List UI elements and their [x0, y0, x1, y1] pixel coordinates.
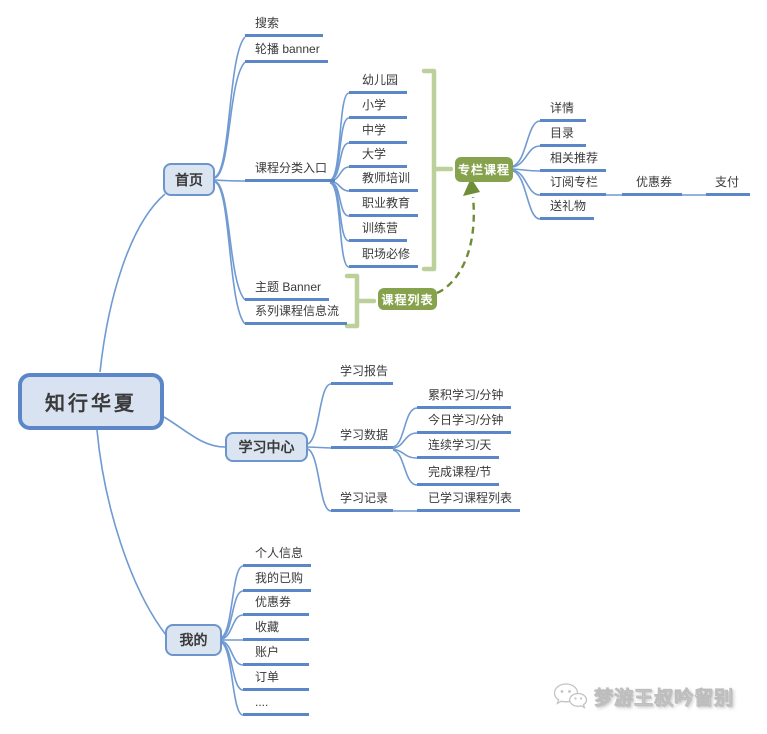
topic-related[interactable]: 相关推荐 [540, 151, 607, 172]
topic-carousel-banner[interactable]: 轮播 banner [245, 42, 328, 63]
topic-gift[interactable]: 送礼物 [540, 199, 595, 220]
topic-category-university[interactable]: 大学 [349, 147, 407, 168]
topic-coupon[interactable]: 优惠券 [622, 175, 682, 196]
topic-account[interactable]: 账户 [243, 645, 309, 666]
topic-category-primary[interactable]: 小学 [349, 98, 407, 119]
topic-mine[interactable]: 我的 [165, 624, 222, 656]
topic-favorites[interactable]: 收藏 [243, 620, 309, 641]
relationship-arrow-line [436, 196, 475, 295]
topic-stat-streak-days[interactable]: 连续学习/天 [417, 438, 500, 459]
watermark-text: 梦游王叔吟留别 [594, 687, 735, 709]
topic-home[interactable]: 首页 [163, 163, 215, 196]
topic-learning-report[interactable]: 学习报告 [331, 364, 394, 385]
wechat-icon [553, 683, 588, 709]
topic-catalog[interactable]: 目录 [540, 126, 586, 147]
watermark: 梦游王叔吟留别 [552, 681, 734, 711]
topic-more-ellipsis[interactable]: .... [243, 695, 309, 716]
topic-column-course[interactable]: 专栏课程 [455, 157, 513, 182]
topic-purchased[interactable]: 我的已购 [243, 571, 312, 592]
topic-learning-data[interactable]: 学习数据 [331, 428, 394, 449]
topic-profile[interactable]: 个人信息 [243, 546, 312, 567]
topic-category-vocational[interactable]: 职业教育 [349, 196, 419, 217]
topic-pay[interactable]: 支付 [706, 175, 750, 196]
topic-category-workplace[interactable]: 职场必修 [349, 247, 419, 268]
topic-category-kindergarten[interactable]: 幼儿园 [349, 73, 407, 94]
topic-category-entry[interactable]: 课程分类入口 [245, 161, 336, 182]
topic-category-middle[interactable]: 中学 [349, 123, 407, 144]
curve-root-mine [96, 429, 167, 636]
topic-series-feed[interactable]: 系列课程信息流 [245, 304, 348, 325]
topic-subscribe[interactable]: 订阅专栏 [540, 175, 607, 196]
topic-detail[interactable]: 详情 [540, 101, 586, 122]
curve-root-home [99, 193, 166, 373]
topic-mine-coupon[interactable]: 优惠券 [243, 595, 309, 616]
topic-learned-course-list[interactable]: 已学习课程列表 [417, 491, 521, 512]
topic-stat-today-minutes[interactable]: 今日学习/分钟 [417, 413, 512, 434]
curve-root-learning [163, 416, 226, 448]
summary-bracket-feed [344, 273, 377, 329]
topic-stat-total-minutes[interactable]: 累积学习/分钟 [417, 388, 512, 409]
topic-learning-record[interactable]: 学习记录 [331, 491, 394, 512]
topic-learning-center[interactable]: 学习中心 [225, 432, 308, 462]
topic-course-list[interactable]: 课程列表 [378, 288, 437, 310]
topic-stat-finished-lessons[interactable]: 完成课程/节 [417, 465, 500, 486]
topic-theme-banner[interactable]: 主题 Banner [245, 280, 330, 301]
topic-category-teacher-training[interactable]: 教师培训 [349, 171, 419, 192]
root-topic[interactable]: 知行华夏 [18, 373, 164, 430]
topic-orders[interactable]: 订单 [243, 670, 309, 691]
topic-search[interactable]: 搜索 [245, 16, 323, 37]
topic-category-bootcamp[interactable]: 训练营 [349, 221, 407, 242]
summary-bracket-categories [421, 68, 454, 272]
